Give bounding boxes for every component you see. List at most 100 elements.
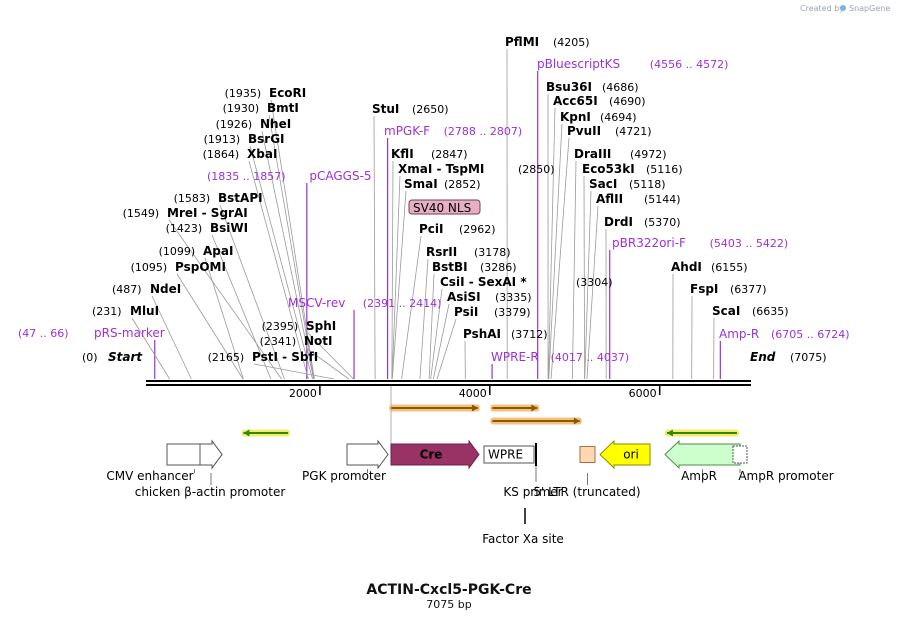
site-asisi[interactable]: AsiSI(3335) bbox=[447, 290, 532, 304]
site-mscv-rev[interactable]: MSCV-rev(2391 .. 2414) bbox=[288, 296, 441, 310]
feature-cre[interactable]: Cre bbox=[390, 439, 480, 470]
site-bstbi[interactable]: BstBI(3286) bbox=[432, 260, 517, 274]
primer-binding-arrow-1[interactable] bbox=[241, 429, 291, 437]
site-eco53ki[interactable]: Eco53kI(5116) bbox=[582, 162, 683, 176]
site-xmai-tspmi-position: (2850) bbox=[518, 163, 555, 176]
site-bsu36i[interactable]: Bsu36I(4686) bbox=[546, 80, 639, 94]
site-scai[interactable]: ScaI(6635) bbox=[712, 304, 789, 318]
site-kpni[interactable]: KpnI(4694) bbox=[560, 110, 637, 124]
feature-ori-label: ori bbox=[623, 448, 639, 462]
site-pflmi-name: PflMI bbox=[505, 35, 539, 49]
site-wpre-r[interactable]: WPRE-R(4017 .. 4037) bbox=[491, 350, 629, 364]
site-end[interactable]: End(7075) bbox=[750, 350, 827, 364]
credit-text: Created by bbox=[800, 4, 844, 13]
site-xmai-tspmi-name: XmaI - TspMI bbox=[398, 162, 484, 176]
site-pbluescriptks[interactable]: pBluescriptKS(4556 .. 4572) bbox=[537, 57, 728, 71]
site-asisi-connector bbox=[432, 303, 450, 380]
site-sphi[interactable]: SphI(2395) bbox=[262, 319, 337, 333]
site-bstapi[interactable]: BstAPI(1583) bbox=[174, 191, 263, 205]
site-mrei-sgrai[interactable]: MreI - SgrAI(1549) bbox=[123, 206, 248, 220]
site-pshai[interactable]: PshAI(3712) bbox=[463, 327, 548, 341]
feature-ori[interactable]: ori bbox=[599, 439, 651, 470]
feature-5-ltr-truncated[interactable]: 5' LTR (truncated) bbox=[533, 446, 641, 500]
site-smai[interactable]: SmaI(2852) bbox=[404, 177, 481, 191]
site-stui[interactable]: StuI(2650) bbox=[372, 102, 449, 116]
site-mpgk-f[interactable]: mPGK-F(2788 .. 2807) bbox=[384, 124, 522, 138]
site-ecori[interactable]: EcoRI(1935) bbox=[225, 86, 307, 100]
site-apai[interactable]: ApaI(1099) bbox=[159, 244, 234, 258]
site-pspomi[interactable]: PspOMI(1095) bbox=[131, 260, 226, 274]
site-pbluescriptks-range: (4556 .. 4572) bbox=[650, 58, 729, 71]
site-eco53ki-connector bbox=[583, 175, 585, 380]
site-sphi-position: (2395) bbox=[262, 320, 299, 333]
primer-binding-arrow-5[interactable] bbox=[664, 429, 739, 437]
site-draiii[interactable]: DraIII(4972) bbox=[574, 147, 667, 161]
site-pcaggs-5[interactable]: pCAGGS-5(1835 .. 1857) bbox=[207, 169, 372, 183]
site-bsiwi[interactable]: BsiWI(1423) bbox=[166, 221, 249, 235]
map-title-block: ACTIN-Cxcl5-PGK-Cre 7075 bp bbox=[366, 582, 531, 611]
site-psti-sbfi-position: (2165) bbox=[208, 351, 245, 364]
inset-feature-sv40-nls[interactable]: SV40 NLS bbox=[408, 199, 481, 215]
site-ndei-name: NdeI bbox=[150, 282, 181, 296]
site-nhei[interactable]: NheI(1926) bbox=[216, 117, 292, 131]
site-bmti[interactable]: BmtI(1930) bbox=[223, 101, 299, 115]
site-bsrgi-name: BsrGI bbox=[248, 132, 285, 146]
site-psii[interactable]: PsiI(3379) bbox=[454, 305, 531, 319]
site-pvuii[interactable]: PvuII(4721) bbox=[567, 124, 652, 138]
site-drdi[interactable]: DrdI(5370) bbox=[604, 215, 681, 229]
site-labels: Start(0) pRS-marker(47 .. 66) MluI(231) Nde… bbox=[18, 35, 850, 364]
site-fspi[interactable]: FspI(6377) bbox=[690, 282, 767, 296]
site-asisi-name: AsiSI bbox=[447, 290, 481, 304]
site-ndei[interactable]: NdeI(487) bbox=[112, 282, 181, 296]
site-pshai-position: (3712) bbox=[511, 328, 548, 341]
site-acc65i[interactable]: Acc65I(4690) bbox=[553, 94, 646, 108]
site-psti-sbfi[interactable]: PstI - SbfI (2165) bbox=[208, 350, 319, 364]
primer-binding-arrow-3[interactable] bbox=[490, 404, 540, 412]
site-drdi-name: DrdI bbox=[604, 215, 633, 229]
site-bstbi-connector bbox=[428, 273, 435, 380]
site-rsrii[interactable]: RsrII(3178) bbox=[426, 245, 511, 259]
site-pbr322ori-f[interactable]: pBR322ori-F(5403 .. 5422) bbox=[612, 236, 788, 250]
primer-binding-arrow-4[interactable] bbox=[490, 417, 582, 425]
feature-ampr[interactable]: AmpR bbox=[664, 439, 741, 483]
feature-wpre-label: WPRE bbox=[488, 448, 523, 462]
site-csii-sexai-position: (3304) bbox=[576, 276, 613, 289]
site-mrei-sgrai-name: MreI - SgrAI bbox=[167, 206, 248, 220]
site-prs-marker[interactable]: pRS-marker(47 .. 66) bbox=[18, 326, 165, 340]
site-xbai-name: XbaI bbox=[247, 147, 277, 161]
site-amp-r-name: Amp-R bbox=[719, 327, 759, 341]
site-amp-r[interactable]: Amp-R(6705 .. 6724) bbox=[719, 327, 850, 341]
marker-factor-xa-site[interactable]: Factor Xa site bbox=[482, 508, 564, 546]
primer-binding-arrow-2[interactable] bbox=[389, 404, 480, 412]
site-saci[interactable]: SacI(5118) bbox=[589, 177, 666, 191]
site-mlui[interactable]: MluI(231) bbox=[92, 304, 159, 318]
marker-ks-primer[interactable]: KS primer bbox=[503, 466, 563, 499]
feature-chicken-beta-actin-promoter-shape bbox=[199, 439, 223, 470]
site-xmai-tspmi[interactable]: XmaI - TspMI (2850) bbox=[398, 162, 555, 176]
site-pcii[interactable]: PciI(2962) bbox=[419, 222, 496, 236]
site-start[interactable]: Start(0) bbox=[82, 350, 143, 364]
site-xbai-position: (1864) bbox=[203, 148, 240, 161]
site-bsrgi[interactable]: BsrGI(1913) bbox=[204, 132, 285, 146]
feature-ampr-promoter-label: AmpR promoter bbox=[738, 469, 833, 483]
site-xbai[interactable]: XbaI (1864) bbox=[203, 147, 278, 161]
site-ahdi[interactable]: AhdI(6155) bbox=[671, 260, 748, 274]
site-pspomi-position: (1095) bbox=[131, 261, 168, 274]
site-csii-sexai[interactable]: CsiI - SexAI *(3304) bbox=[440, 275, 613, 289]
site-pcaggs-5-name: pCAGGS-5 bbox=[309, 169, 371, 183]
site-kfli[interactable]: KflI(2847) bbox=[391, 147, 468, 161]
site-psti-sbfi-name: PstI - SbfI bbox=[252, 350, 318, 364]
feature-ampr-promoter[interactable]: AmpR promoter bbox=[732, 445, 834, 483]
feature-pgk-promoter-shape bbox=[346, 439, 389, 470]
feature-wpre[interactable]: WPRE bbox=[483, 443, 537, 466]
site-aflii[interactable]: AflII(5144) bbox=[596, 192, 681, 206]
site-noti[interactable]: NotI(2341) bbox=[260, 334, 333, 348]
feature-chicken-beta-actin-promoter[interactable]: chicken β-actin promoter bbox=[135, 439, 286, 499]
feature-pgk-promoter[interactable]: PGK promoter bbox=[302, 439, 389, 483]
site-fspi-name: FspI bbox=[690, 282, 718, 296]
primer-arrow-head bbox=[573, 417, 580, 425]
site-mlui-position: (231) bbox=[92, 305, 122, 318]
site-pflmi[interactable]: PflMI(4205) bbox=[505, 35, 590, 49]
site-start-name: Start bbox=[108, 350, 143, 364]
